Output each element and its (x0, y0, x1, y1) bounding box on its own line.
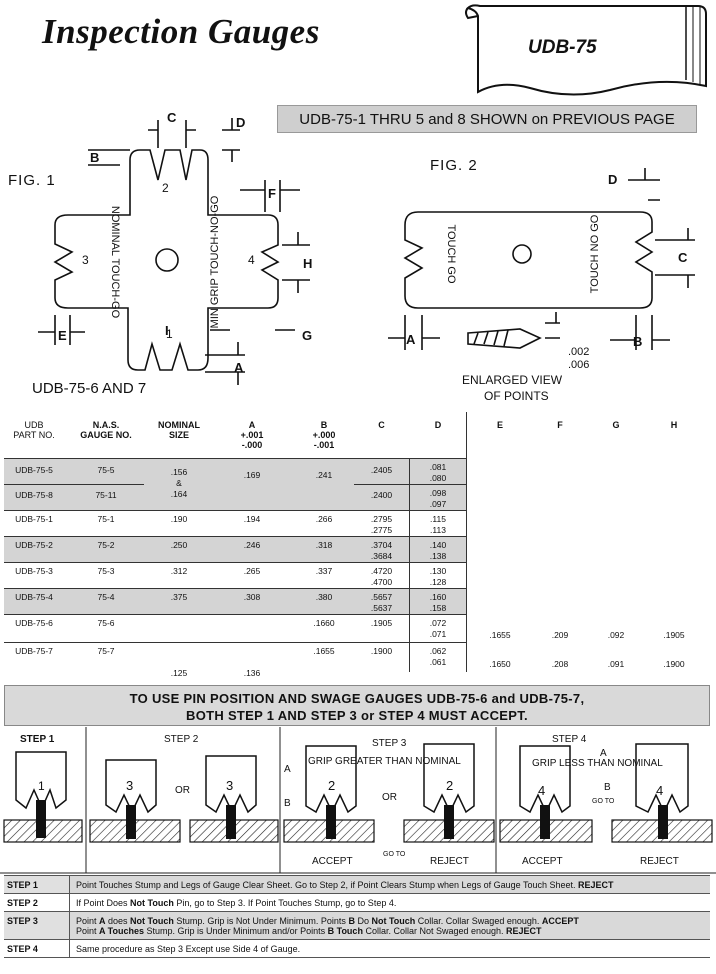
fig1-num-bottom: 1 (166, 327, 173, 341)
dim-d-fig2: D (608, 172, 617, 187)
table-body: UDB-75-5 75-5 .2405 .081.080 UDB-75-8 75… (4, 412, 714, 678)
table-row: UDB-75-5 75-5 .2405 .081.080 (4, 458, 714, 484)
step-row-4: STEP 4 Same procedure as Step 3 Except u… (4, 940, 710, 958)
step4-accept: ACCEPT (522, 856, 563, 867)
step3-or: OR (382, 792, 397, 803)
dim-c-fig2: C (678, 250, 688, 265)
th-d: D (434, 420, 442, 430)
dim-a-fig1: A (234, 360, 244, 375)
merged-a-5-8: .169 (243, 470, 261, 480)
merged-b-5-8: .241 (315, 470, 333, 480)
table-row: UDB-75-7 75-7 .1655 .1900 .062.061 .1650… (15, 646, 685, 669)
step3-goto: GO TO (383, 851, 406, 858)
fig2-right-text: TOUCH NO GO (589, 214, 601, 293)
fig1-caption: UDB-75-6 AND 7 (32, 380, 147, 397)
grip-greater-label: GRIP GREATER THAN NOMINAL (308, 756, 461, 767)
th-h: H (670, 420, 678, 430)
table-row: UDB-75-2 75-2 .250 .246 .318 .3704.3684 … (4, 536, 714, 562)
step3-accept: ACCEPT (312, 856, 353, 867)
gauge-num-3a: 3 (126, 778, 133, 793)
table-row: UDB-75-4 75-4 .375 .308 .380 .5657.5637 … (4, 588, 714, 614)
enlarged-line2: OF POINTS (484, 389, 549, 403)
th-g: G (612, 420, 620, 430)
fig1-left-text: NOMINAL TOUCH-GO (109, 206, 121, 319)
gauge-num-2a: 2 (328, 778, 335, 793)
th-f: F (557, 420, 563, 430)
step3-reject: REJECT (430, 856, 469, 867)
gauge-num-4a: 4 (538, 783, 545, 798)
fig2-label: FIG. 2 (430, 157, 478, 174)
dim-b-fig1: B (90, 150, 99, 165)
point-b-label: B (284, 798, 291, 809)
table-row: UDB-75-1 75-1 .190 .194 .266 .2795.2775 … (15, 514, 446, 535)
instructions-heading: TO USE PIN POSITION AND SWAGE GAUGES UDB… (4, 685, 710, 726)
fig1-num-left: 3 (82, 253, 89, 267)
fig1-num-right: 4 (248, 253, 255, 267)
merged-size-5-8: .156&.164 (170, 467, 188, 499)
th-nas: N.A.S.GAUGE NO. (80, 420, 132, 440)
tolerance-2: .006 (568, 359, 589, 371)
point-a-label-4: A (600, 748, 607, 759)
th-e: E (496, 420, 503, 430)
step-instructions: STEP 1 Point Touches Stump and Legs of G… (4, 875, 710, 958)
step-row-3: STEP 3 Point A does Not Touch Stump. Gri… (4, 912, 710, 940)
step-row-1: STEP 1 Point Touches Stump and Legs of G… (4, 876, 710, 894)
steps-diagram: STEP 1 STEP 2 STEP 3 STEP 4 OR OR GRIP G… (0, 727, 716, 874)
th-b: B+.000-.001 (312, 420, 336, 450)
dim-a-fig2: A (406, 332, 416, 347)
dim-b-fig2: B (633, 334, 642, 349)
step1-title: STEP 1 (20, 734, 55, 745)
page-title: Inspection Gauges (42, 12, 320, 51)
gauge-num-2b: 2 (446, 778, 453, 793)
table-row: UDB-75-6 75-6 .1660 .1905 .072.071 .1655… (15, 618, 685, 640)
step3-title: STEP 3 (372, 738, 407, 749)
part-badge: UDB-75 (528, 37, 597, 58)
enlarged-line1: ENLARGED VIEW (462, 373, 563, 387)
merged-size-6-7: .125 (170, 668, 188, 678)
table-row: UDB-75-3 75-3 .312 .265 .337 .4720.4700 … (15, 566, 447, 587)
dim-d-fig1: D (236, 115, 245, 130)
step-row-2: STEP 2 If Point Does Not Touch Pin, go t… (4, 894, 710, 912)
dim-i-fig1: I (165, 323, 169, 338)
th-c: C (378, 420, 385, 430)
fig2-left-text: TOUCH GO (445, 224, 457, 284)
th-a: A+.001-.000 (240, 420, 264, 450)
gauge-num-4b: 4 (656, 783, 663, 798)
step4-reject: REJECT (640, 856, 679, 867)
fig1-label: FIG. 1 (8, 172, 56, 189)
notice-box: UDB-75-1 THRU 5 and 8 SHOWN on PREVIOUS … (277, 105, 697, 133)
gauge-drawing: NOMINAL TOUCH-GO MIN GRIP TOUCH-NO-GO TO… (38, 110, 695, 403)
point-b-label-4: B (604, 782, 611, 793)
dim-e-fig1: E (58, 328, 67, 343)
fig1-right-text: MIN GRIP TOUCH-NO-GO (209, 195, 221, 328)
dim-c-fig1: C (167, 110, 177, 125)
step4-title: STEP 4 (552, 734, 587, 745)
fig1-num-top: 2 (162, 181, 169, 195)
gauge-num-1: 1 (38, 779, 45, 793)
dim-h-fig1: H (303, 256, 312, 271)
tolerance-1: .002 (568, 346, 589, 358)
table-row: UDB-75-8 75-11 .2400 .098.097 (4, 484, 714, 510)
gauge-num-3b: 3 (226, 778, 233, 793)
step4-goto: GO TO (592, 798, 615, 805)
dim-g-fig1: G (302, 328, 312, 343)
banner-scroll (465, 4, 707, 96)
grip-less-label: GRIP LESS THAN NOMINAL (532, 758, 663, 769)
point-a-label: A (284, 764, 291, 775)
step2-or: OR (175, 785, 190, 796)
step2-title: STEP 2 (164, 734, 199, 745)
merged-a-6-7: .136 (243, 668, 261, 678)
dim-f-fig1: F (268, 186, 276, 201)
